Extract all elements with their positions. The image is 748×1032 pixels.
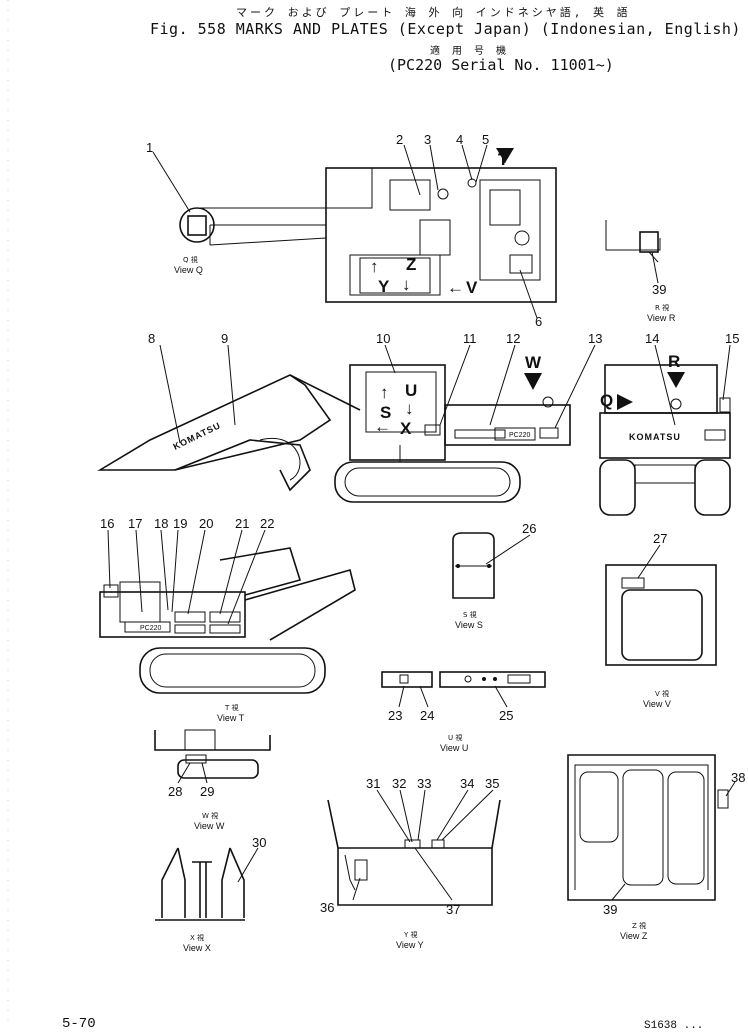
drawing-code: S1638 ... bbox=[644, 1020, 704, 1032]
view-r-jp: R 視 bbox=[655, 303, 669, 312]
view-q-label: View Q bbox=[174, 265, 203, 275]
letter-v: V bbox=[466, 278, 478, 297]
t-model-plate: PC220 bbox=[140, 625, 162, 632]
callout-30: 30 bbox=[252, 835, 266, 850]
callout-32: 32 bbox=[392, 776, 406, 791]
callout-39-z: 39 bbox=[603, 902, 617, 917]
callout-20: 20 bbox=[199, 516, 213, 531]
callout-31: 31 bbox=[366, 776, 380, 791]
view-q-jp: Q 視 bbox=[183, 255, 198, 264]
title-japanese: マーク および プレート 海 外 向 インドネシヤ語, 英 語 bbox=[236, 6, 631, 19]
callout-27: 27 bbox=[653, 531, 667, 546]
callout-16: 16 bbox=[100, 516, 114, 531]
view-v-label: View V bbox=[643, 699, 671, 709]
letter-w: W bbox=[525, 353, 542, 372]
view-v-jp: V 視 bbox=[655, 689, 669, 698]
svg-text:↓: ↓ bbox=[402, 275, 411, 294]
callout-33: 33 bbox=[417, 776, 431, 791]
rear-view: KOMATSU R Q 14 15 bbox=[599, 331, 739, 516]
letter-z: Z bbox=[406, 255, 416, 274]
view-w-jp: W 視 bbox=[202, 811, 218, 820]
callout-8: 8 bbox=[148, 331, 155, 346]
callout-17: 17 bbox=[128, 516, 142, 531]
view-x-label: View X bbox=[183, 943, 211, 953]
view-y-label: View Y bbox=[396, 940, 424, 950]
callout-12: 12 bbox=[506, 331, 520, 346]
callout-39-r: 39 bbox=[652, 282, 666, 297]
boom-brand: KOMATSU bbox=[171, 420, 222, 452]
callout-35: 35 bbox=[485, 776, 499, 791]
svg-text:←: ← bbox=[374, 417, 391, 436]
top-plan-view: ↑ Z Y ↓ ← V T 2 3 4 5 6 bbox=[200, 132, 557, 329]
view-y-jp: Y 視 bbox=[403, 930, 418, 939]
letter-x: X bbox=[400, 419, 412, 438]
figure-title: Fig. 558 MARKS AND PLATES (Except Japan)… bbox=[150, 20, 741, 38]
callout-37: 37 bbox=[446, 902, 460, 917]
callout-28: 28 bbox=[168, 784, 182, 799]
view-t-jp: T 視 bbox=[224, 703, 239, 712]
letter-u: U bbox=[405, 381, 417, 400]
view-w-label: View W bbox=[194, 821, 225, 831]
view-s-label: View S bbox=[455, 620, 483, 630]
letter-r: R bbox=[668, 352, 680, 371]
callout-5: 5 bbox=[482, 132, 489, 147]
callout-9: 9 bbox=[221, 331, 228, 346]
view-v-detail: 27 V 視 View V bbox=[605, 531, 717, 709]
callout-14: 14 bbox=[645, 331, 659, 346]
letter-y: Y bbox=[378, 277, 390, 296]
serial-range: (PC220 Serial No. 11001~) bbox=[388, 56, 614, 74]
svg-text:↑: ↑ bbox=[380, 383, 389, 402]
callout-6: 6 bbox=[535, 314, 542, 329]
view-t-detail: PC220 16 17 18 19 20 21 22 T 視 View T bbox=[99, 516, 356, 723]
callout-3: 3 bbox=[424, 132, 431, 147]
view-r-detail: 39 R 視 View R bbox=[605, 220, 676, 323]
callout-11: 11 bbox=[463, 331, 477, 346]
svg-text:↓: ↓ bbox=[405, 399, 414, 418]
callout-10: 10 bbox=[376, 331, 390, 346]
callout-21: 21 bbox=[235, 516, 249, 531]
view-y-detail: 31 32 33 34 35 36 37 Y 視 View Y bbox=[320, 776, 501, 950]
callout-34: 34 bbox=[460, 776, 474, 791]
view-s-jp: S 視 bbox=[463, 610, 477, 619]
letter-s: S bbox=[380, 403, 391, 422]
callout-26: 26 bbox=[522, 521, 536, 536]
callout-38: 38 bbox=[731, 770, 745, 785]
svg-text:↑: ↑ bbox=[370, 257, 379, 276]
svg-text:←: ← bbox=[447, 278, 464, 297]
callout-23: 23 bbox=[388, 708, 402, 723]
callout-18: 18 bbox=[154, 516, 168, 531]
callout-25: 25 bbox=[499, 708, 513, 723]
callout-15: 15 bbox=[725, 331, 739, 346]
applicable-japanese: 適 用 号 機 bbox=[430, 46, 510, 57]
callout-22: 22 bbox=[260, 516, 274, 531]
callout-13: 13 bbox=[588, 331, 602, 346]
view-t-label: View T bbox=[217, 713, 245, 723]
view-x-detail: 30 X 視 View X bbox=[155, 835, 266, 953]
view-u-label: View U bbox=[440, 743, 468, 753]
rear-brand: KOMATSU bbox=[629, 432, 681, 442]
callout-29: 29 bbox=[200, 784, 214, 799]
side-model-plate: PC220 bbox=[509, 432, 531, 439]
view-x-jp: X 視 bbox=[190, 933, 204, 942]
view-u-detail: 23 24 25 U 視 View U bbox=[381, 671, 546, 753]
excavator-side-view: KOMATSU ↑ U S ↓ ← X PC220 8 9 10 11 12 1… bbox=[97, 331, 602, 503]
callout-19: 19 bbox=[173, 516, 187, 531]
callout-36: 36 bbox=[320, 900, 334, 915]
view-z-label: View Z bbox=[620, 931, 648, 941]
callout-24: 24 bbox=[420, 708, 434, 723]
callout-4: 4 bbox=[456, 132, 463, 147]
view-z-detail: 38 39 Z 視 View Z bbox=[567, 754, 745, 941]
letter-q: Q bbox=[600, 391, 613, 410]
page-number: 5-70 bbox=[62, 1016, 96, 1032]
callout-2: 2 bbox=[396, 132, 403, 147]
callout-1: 1 bbox=[146, 140, 153, 155]
view-w-detail: 28 29 W 視 View W bbox=[154, 729, 271, 831]
view-r-label: View R bbox=[647, 313, 676, 323]
view-u-jp: U 視 bbox=[448, 733, 462, 742]
view-z-jp: Z 視 bbox=[632, 921, 646, 930]
view-s-detail: 26 S 視 View S bbox=[452, 521, 536, 630]
